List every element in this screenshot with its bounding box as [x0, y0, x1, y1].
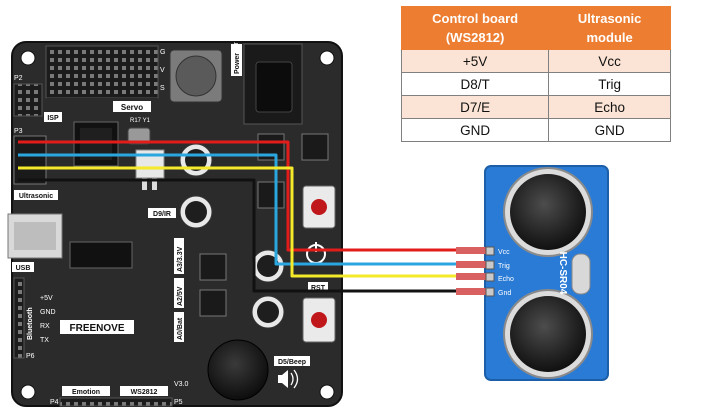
- ws2812-label: WS2812: [131, 389, 158, 396]
- ic-chip: [257, 181, 285, 209]
- wires: [18, 140, 487, 293]
- table-cell-board: D7/E: [400, 95, 550, 119]
- isp-header: [13, 83, 43, 117]
- table-header-row: Control board (WS2812) Ultrasonic module: [400, 6, 671, 50]
- driver-chip: [69, 241, 133, 269]
- power-label-box: Power: [234, 53, 241, 74]
- p4-label: P4: [50, 399, 59, 406]
- p2-label: P2: [14, 75, 23, 82]
- buzzer: [207, 339, 269, 401]
- header-ultrasonic-module: Ultrasonic module: [548, 6, 671, 50]
- table-cell-board: D8/T: [400, 72, 550, 96]
- emotion-label: Emotion: [72, 389, 100, 396]
- d9ir-label: D9/IR: [153, 211, 171, 218]
- bluetooth-header: [13, 277, 25, 359]
- rst-label: RST: [311, 285, 326, 292]
- sensor-model-label: HC-SR04: [557, 252, 568, 295]
- bottom-header: [59, 397, 173, 407]
- a3-label: A3/3.3V: [177, 246, 184, 272]
- regulator: [199, 289, 227, 317]
- a0-label: A0/Bat: [177, 317, 184, 340]
- p3-label: P3: [14, 128, 23, 135]
- wire-vcc: [18, 140, 487, 252]
- ultrasonic-header: [13, 135, 47, 185]
- regulator: [199, 253, 227, 281]
- ic-chip: [301, 133, 329, 161]
- header-text: Ultrasonic: [577, 11, 642, 26]
- header-control-board: Control board (WS2812): [400, 6, 550, 50]
- p5-label: P5: [174, 399, 183, 406]
- table-row: GND GND: [400, 118, 671, 142]
- a2-label: A2/5V: [177, 286, 184, 306]
- p6-label: P6: [26, 353, 35, 360]
- beep-label: D5/Beep: [278, 359, 306, 366]
- sensor-pin-trig: Trig: [498, 263, 510, 270]
- connection-table: Control board (WS2812) Ultrasonic module…: [400, 6, 671, 142]
- servo-label: Servo: [121, 103, 143, 112]
- servo-g-label: G: [160, 49, 165, 56]
- bluetooth-label: Bluetooth: [27, 307, 34, 340]
- header-text: (WS2812): [445, 30, 505, 45]
- usb-label: USB: [16, 265, 31, 272]
- table-row: +5V Vcc: [400, 49, 671, 73]
- servo-label-box: [113, 101, 151, 112]
- ultrasonic-label: Ultrasonic: [19, 193, 53, 200]
- table-cell-module: GND: [548, 118, 671, 142]
- mount-hole: [319, 50, 335, 66]
- speaker-icon: [278, 369, 299, 389]
- control-board: G V S Servo Power Power P2 ISP P3 Ultras…: [7, 41, 343, 407]
- mount-hole: [20, 50, 36, 66]
- sensor-pin-vcc: Vcc: [498, 249, 510, 256]
- brand-logo: FREENOVE: [69, 323, 124, 334]
- bt-pin-label: RX: [40, 323, 50, 330]
- isp-label: ISP: [47, 115, 59, 122]
- header-text: module: [586, 30, 633, 45]
- servo-s-label: S: [160, 85, 165, 92]
- header-text: Control board: [432, 11, 519, 26]
- table-cell-module: Vcc: [548, 49, 671, 73]
- table-cell-module: Echo: [548, 95, 671, 119]
- servo-v-label: V: [160, 67, 165, 74]
- sensor-pin-gnd: Gnd: [498, 290, 511, 297]
- sensor-pin-echo: Echo: [498, 276, 514, 283]
- bt-pin-label: TX: [40, 337, 49, 344]
- ultrasonic-sensor: Vcc Trig Echo Gnd HC-SR04: [456, 165, 609, 381]
- servo-pin-labels: [46, 98, 158, 106]
- table-cell-board: +5V: [400, 49, 550, 73]
- r17y1-label: R17 Y1: [130, 118, 151, 124]
- wire-gnd: [18, 178, 487, 293]
- bt-pin-label: +5V: [40, 295, 53, 302]
- wire-echo: [18, 166, 487, 278]
- mount-hole: [20, 384, 36, 400]
- table-row: D7/E Echo: [400, 95, 671, 119]
- wire-trig: [18, 153, 487, 266]
- mount-hole: [319, 384, 335, 400]
- bt-pin-label: GND: [40, 309, 56, 316]
- crystal: [127, 127, 151, 145]
- sensor-crystal: [571, 253, 591, 295]
- table-cell-board: GND: [400, 118, 550, 142]
- version-label: V3.0: [174, 381, 189, 388]
- servo-header: [45, 45, 159, 99]
